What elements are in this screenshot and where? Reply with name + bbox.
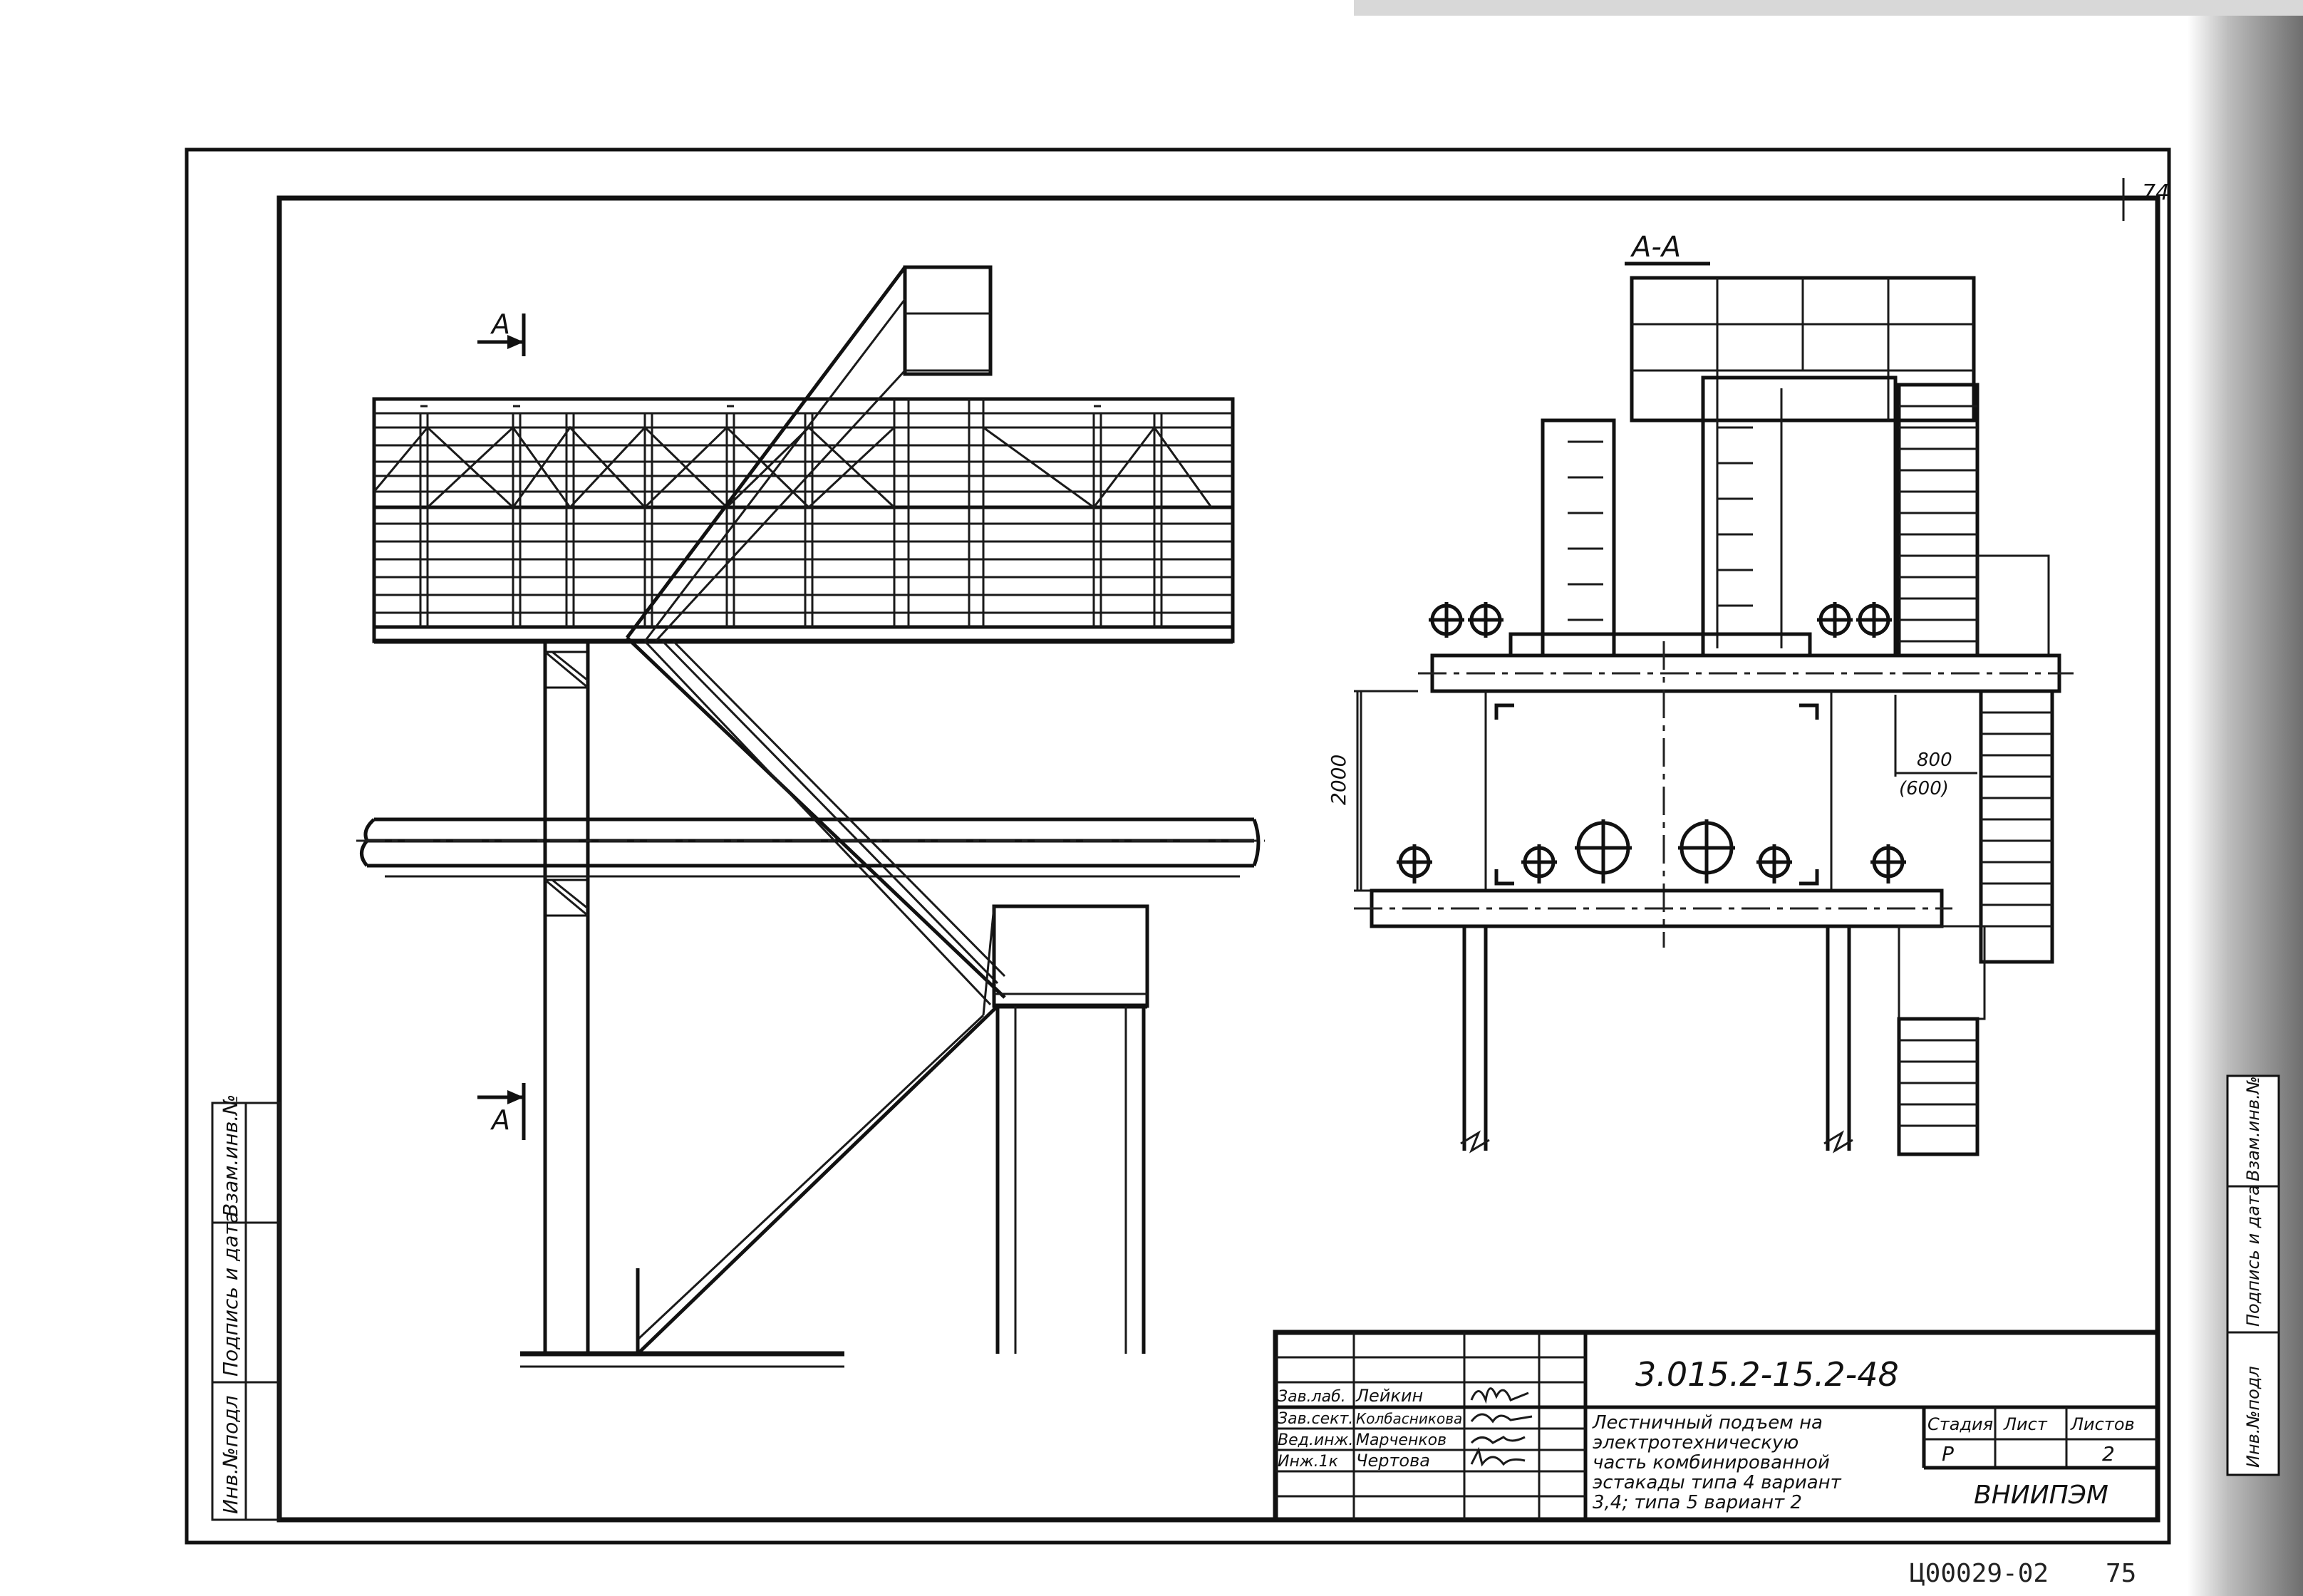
right-stamp-cell-inv: Инв.№подл — [2243, 1366, 2263, 1468]
section-title: A-A — [1630, 231, 1681, 264]
sheets-header: Листов — [2070, 1414, 2135, 1434]
role-1: Зав.сект. — [1278, 1410, 1353, 1428]
section-mark-bottom: A — [490, 1104, 510, 1136]
title-line-1: электротехническую — [1593, 1432, 1799, 1454]
role-3: Инж.1к — [1278, 1453, 1339, 1471]
stage-value: Р — [1942, 1442, 1954, 1466]
scan-top-shadow — [1354, 0, 2303, 16]
outer-frame — [185, 147, 2171, 1545]
title-block: 3.015.2-15.2-48 Зав.лаб. Лейкин Зав.сект… — [1273, 1330, 2160, 1523]
page-number: 75 — [2106, 1559, 2136, 1588]
section-view: A-A — [1327, 231, 2074, 1156]
dim-offset-alt: (600) — [1899, 778, 1949, 799]
title-line-3: эстакады типа 4 вариант — [1593, 1472, 1842, 1493]
sheet-number: 74 — [2142, 180, 2169, 205]
elevation-view: A A — [356, 265, 1265, 1368]
sheets-value: 2 — [2102, 1442, 2115, 1466]
left-side-stamp: Инв.№подл Подпись и дата Взам.инв.№ — [211, 1094, 281, 1521]
dim-offset: 800 — [1917, 750, 1952, 771]
right-stamp-cell-sign: Подпись и дата — [2243, 1185, 2263, 1327]
dim-height: 2000 — [1327, 755, 1350, 805]
stamp-cell-inv: Инв.№подл — [219, 1395, 242, 1514]
stamp-cell-sign: Подпись и дата — [219, 1211, 242, 1377]
signature-1 — [1470, 1413, 1533, 1424]
name-1: Колбасникова — [1356, 1410, 1462, 1427]
name-3: Чертова — [1356, 1451, 1430, 1471]
role-0: Зав.лаб. — [1278, 1388, 1346, 1406]
document-code: 3.015.2-15.2-48 — [1635, 1355, 1899, 1394]
signature-0 — [1470, 1387, 1529, 1404]
name-0: Лейкин — [1355, 1386, 1423, 1406]
title-line-0: Лестничный подъем на — [1592, 1412, 1823, 1434]
archive-code: Ц00029-02 — [1910, 1559, 2049, 1588]
title-line-2: часть комбинированной — [1593, 1452, 1830, 1473]
role-2: Вед.инж. — [1278, 1431, 1353, 1449]
title-line-4: 3,4; типа 5 вариант 2 — [1593, 1492, 1802, 1513]
right-side-stamp: Инв.№подл Подпись и дата Взам.инв.№ — [2226, 1074, 2280, 1476]
right-stamp-cell-replace: Взам.инв.№ — [2243, 1076, 2263, 1181]
organization: ВНИИПЭМ — [1974, 1481, 2108, 1510]
stage-header: Стадия — [1927, 1414, 1993, 1434]
section-mark-top: A — [490, 309, 510, 340]
stamp-cell-replace: Взам.инв.№ — [219, 1094, 242, 1217]
inner-frame — [276, 195, 2160, 1523]
signature-3 — [1470, 1446, 1526, 1467]
name-2: Марченков — [1356, 1431, 1447, 1449]
signature-2 — [1470, 1436, 1526, 1444]
sheet-header: Лист — [2003, 1414, 2048, 1434]
